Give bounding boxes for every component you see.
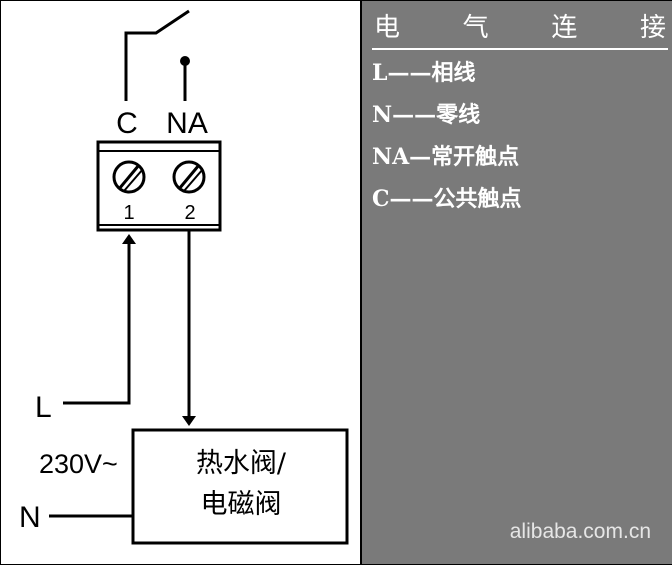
- legend-title-char: 接: [639, 13, 666, 43]
- wiring-diagram: C NA 1 2 L 热水阀/ 电磁阀 230V~ N: [1, 1, 359, 563]
- watermark: alibaba.com.cn: [509, 520, 651, 543]
- valve-label-line2: 电磁阀: [201, 489, 282, 520]
- legend-title-underline: [372, 48, 668, 50]
- terminal-c-label: C: [116, 107, 138, 140]
- legend-item-c: C——公共触点: [372, 186, 522, 212]
- line-l-label: L: [35, 391, 52, 424]
- voltage-label: 230V~: [39, 449, 118, 479]
- legend-title-char: 电: [374, 13, 401, 43]
- terminal-na-label: NA: [166, 107, 208, 140]
- legend-title-char: 气: [462, 13, 489, 43]
- legend-item-l: L——相线: [372, 60, 476, 86]
- switch-na-contact-dot: [180, 56, 190, 66]
- legend-panel: 电 气 连 接 L——相线 N——零线 NA—常开触点 C——公共触点 alib…: [360, 1, 672, 564]
- terminal-2-number: 2: [184, 202, 195, 224]
- line-n-label: N: [19, 501, 41, 534]
- terminal-1-number: 1: [123, 202, 134, 224]
- wiring-diagram-svg: C NA 1 2 L 热水阀/ 电磁阀 230V~ N: [19, 9, 349, 545]
- legend-item-na: NA—常开触点: [372, 144, 520, 170]
- legend-title-char: 连: [551, 13, 578, 43]
- valve-box: [131, 428, 349, 545]
- switch-common-wire: [124, 9, 190, 101]
- terminal-screw-2-icon: [172, 160, 206, 194]
- legend-item-n: N——零线: [372, 102, 481, 128]
- line-l-wire: [63, 234, 136, 405]
- legend-title: 电 气 连 接: [374, 13, 666, 43]
- terminal-screw-1-icon: [112, 160, 146, 194]
- valve-label-line1: 热水阀/: [196, 448, 287, 479]
